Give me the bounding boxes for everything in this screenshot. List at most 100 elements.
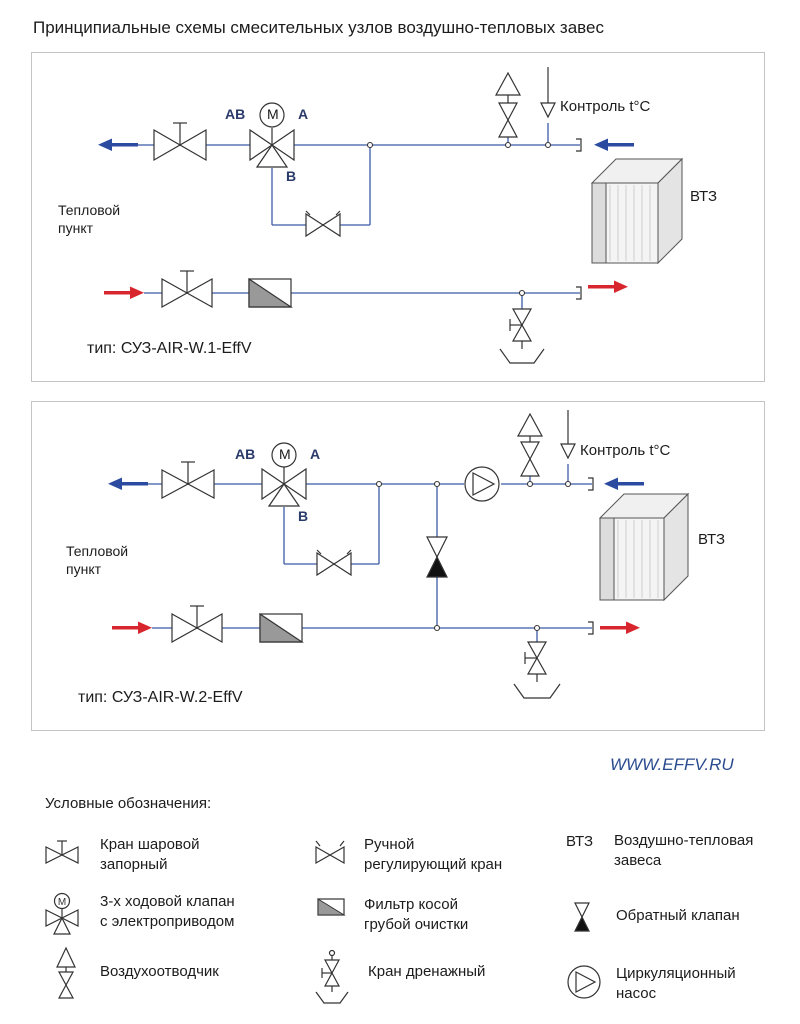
connector (588, 621, 594, 635)
strainer-icon (259, 612, 304, 643)
scheme-2-diagram (108, 410, 690, 699)
motor-label: M (267, 106, 279, 122)
temperature-control-label: Контроль t°C (560, 98, 651, 115)
valve-port-ab-label: АВ (235, 446, 256, 462)
manual-regulating-valve-icon (316, 549, 352, 577)
legend-item-strainer: Фильтр косой грубой очистки (316, 895, 546, 939)
connector (588, 477, 594, 491)
three-way-valve-icon (261, 442, 307, 507)
strainer-icon (248, 277, 293, 308)
air-vent-icon (494, 71, 522, 138)
connector (576, 138, 582, 152)
legend-line: 3-х ходовой клапан (100, 893, 235, 910)
legend-item-circulation-pump: Циркуляционный насос (564, 962, 790, 1008)
scheme-type-label: тип: СУЗ-AIR-W.2-EffV (78, 689, 243, 706)
connector (576, 286, 582, 300)
valve-port-b-label: В (286, 168, 297, 184)
legend-text: Кран шаровой запорный (100, 835, 199, 875)
supply-arrow-out (600, 621, 640, 634)
legend-line: Фильтр косой (364, 896, 459, 913)
legend-line: Воздушно-тепловая (614, 832, 754, 849)
three-way-valve-icon (249, 102, 295, 168)
legend-line: Кран шаровой (100, 836, 200, 853)
legend-text: Воздухоотводчик (100, 962, 219, 982)
return-arrow-out (108, 477, 148, 490)
website-link[interactable]: WWW.EFFV.RU (610, 755, 734, 774)
supply-arrow-in (104, 286, 144, 299)
legend-text: Ручной регулирующий кран (364, 835, 502, 875)
legend-line: с электроприводом (100, 913, 235, 930)
ball-valve-icon (161, 270, 213, 309)
ball-valve-icon (153, 122, 207, 162)
legend-line: запорный (100, 856, 168, 873)
circulation-pump-icon (567, 965, 601, 999)
air-curtain-unit (590, 157, 684, 265)
scheme-1-panel: АВ M А В Контроль t°C ВТЗ Тепловой пункт… (31, 52, 765, 382)
legend-text: Обратный клапан (616, 906, 740, 926)
legend-text: Воздушно-тепловая завеса (614, 831, 753, 871)
ball-valve-icon (161, 461, 215, 500)
heat-point-line-1: Тепловой (58, 202, 121, 218)
air-vent-icon (56, 946, 76, 999)
air-curtain-label: ВТЗ (690, 188, 718, 205)
return-arrow-in (594, 138, 634, 151)
legend-title: Условные обозначения: (45, 795, 212, 812)
legend-item-manual-valve: Ручной регулирующий кран (312, 835, 552, 879)
legend-item-check-valve: Обратный клапан (570, 900, 790, 940)
motor-label: M (279, 446, 291, 462)
valve-port-a-label: А (298, 106, 309, 122)
check-valve-icon (426, 536, 448, 578)
legend-line: Обратный клапан (616, 907, 740, 924)
legend-line: насос (616, 985, 657, 1002)
ball-valve-icon (45, 840, 79, 864)
circulation-pump-icon (464, 466, 500, 502)
heat-point-line-1: Тепловой (66, 543, 129, 559)
valve-port-b-label: В (298, 508, 309, 524)
heat-point-line-2: пункт (66, 561, 102, 577)
heat-point-label: Тепловой пункт (58, 201, 168, 237)
legend-item-air-vent: Воздухоотводчик (50, 945, 290, 1003)
valve-port-a-label: А (310, 446, 321, 462)
ball-valve-icon (171, 605, 223, 644)
page-title: Принципиальные схемы смесительных узлов … (33, 18, 604, 37)
legend-line: Циркуляционный (616, 965, 736, 982)
scheme-1-diagram (98, 67, 684, 364)
legend-item-three-way-valve: M 3-х ходовой клапан с электроприводом (44, 892, 284, 940)
legend-line: завеса (614, 852, 662, 869)
legend-item-air-curtain: ВТЗ Воздушно-тепловая завеса (566, 831, 791, 875)
legend-text: Кран дренажный (368, 962, 485, 982)
legend-item-drain-valve: Кран дренажный (312, 948, 542, 1006)
drain-valve-icon (513, 641, 561, 699)
legend-line: Кран дренажный (368, 963, 486, 980)
temperature-sensor-icon (560, 410, 576, 460)
air-curtain-label: ВТЗ (698, 531, 726, 548)
motor-letter: M (58, 897, 66, 908)
drain-valve-icon (315, 949, 349, 1004)
scheme-type-label: тип: СУЗ-AIR-W.1-EffV (87, 340, 252, 357)
air-curtain-abbr: ВТЗ (566, 833, 594, 850)
legend-line: регулирующий кран (364, 856, 503, 873)
supply-arrow-out (588, 280, 628, 293)
air-curtain-unit (598, 492, 690, 602)
three-way-valve-icon: M (45, 892, 79, 935)
heat-point-label: Тепловой пункт (66, 542, 176, 578)
manual-regulating-valve-icon (315, 840, 345, 865)
strainer-icon (317, 898, 346, 916)
supply-arrow-in (112, 621, 152, 634)
legend-line: Воздухоотводчик (100, 963, 219, 980)
temperature-sensor-icon (540, 67, 556, 119)
check-valve-icon (574, 902, 590, 932)
air-vent-icon (516, 412, 544, 477)
scheme-2-panel: АВ M А В Контроль t°C ВТЗ Тепловой пункт… (31, 401, 765, 731)
valve-port-ab-label: АВ (225, 106, 246, 122)
legend-text: Фильтр косой грубой очистки (364, 895, 468, 935)
return-arrow-in (604, 477, 644, 490)
legend-line: Ручной (364, 836, 415, 853)
drain-valve-icon (499, 308, 545, 364)
legend-item-ball-valve: Кран шаровой запорный (44, 835, 274, 879)
legend-text: Циркуляционный насос (616, 964, 736, 1004)
temperature-control-label: Контроль t°C (580, 442, 671, 459)
return-arrow-out (98, 138, 138, 151)
legend-text: 3-х ходовой клапан с электроприводом (100, 892, 235, 932)
heat-point-line-2: пункт (58, 220, 94, 236)
